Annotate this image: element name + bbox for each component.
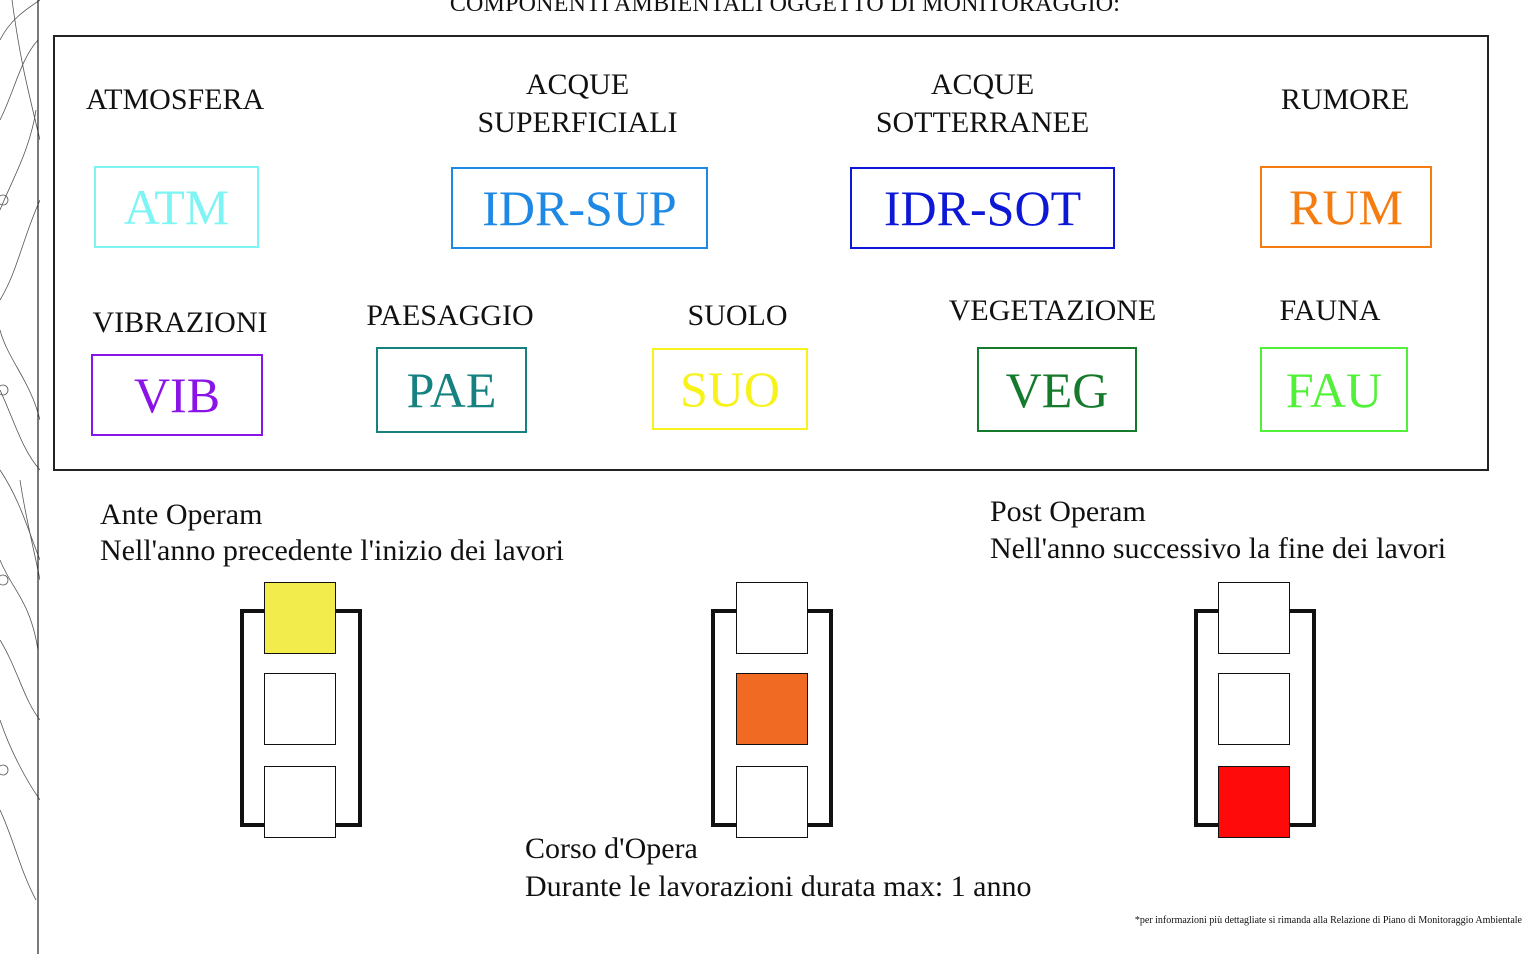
corso-slot-top [736, 582, 808, 654]
component-code-idr-sot: IDR-SOT [850, 167, 1115, 249]
component-code-suo: SUO [652, 348, 808, 430]
ante-slot-bottom [264, 766, 336, 838]
component-label-paesaggio: PAESAGGIO [366, 299, 534, 332]
map-contour-strip [0, 0, 40, 954]
component-code-idr-sup: IDR-SUP [451, 167, 708, 249]
component-label-fauna: FAUNA [1279, 294, 1381, 327]
post-slot-top [1218, 582, 1290, 654]
footnote: *per informazioni più dettagliate si rim… [1134, 915, 1522, 926]
components-frame [53, 35, 1489, 471]
ante-operam-description: Nell'anno precedente l'inizio dei lavori [100, 534, 564, 567]
component-label-atmosfera: ATMOSFERA [85, 83, 265, 116]
component-code-atm: ATM [94, 166, 259, 248]
post-operam-title: Post Operam [990, 495, 1146, 528]
post-slot-bottom [1218, 766, 1290, 838]
component-label-vibrazioni: VIBRAZIONI [92, 306, 268, 339]
component-label-acque-sup-line1: ACQUE [525, 68, 630, 101]
component-code-vib: VIB [91, 354, 263, 436]
corso-opera-description: Durante le lavorazioni durata max: 1 ann… [525, 870, 1032, 903]
component-code-pae: PAE [376, 347, 527, 433]
post-slot-middle [1218, 673, 1290, 745]
component-label-rumore: RUMORE [1280, 83, 1410, 116]
component-label-acque-sot-line2: SOTTERRANEE [875, 106, 1090, 139]
corso-slot-middle [736, 673, 808, 745]
component-label-acque-sup-line2: SUPERFICIALI [477, 106, 678, 139]
ante-slot-top [264, 582, 336, 654]
post-operam-description: Nell'anno successivo la fine dei lavori [990, 532, 1447, 565]
corso-opera-title: Corso d'Opera [525, 832, 698, 865]
component-code-rum: RUM [1260, 166, 1432, 248]
corso-slot-bottom [736, 766, 808, 838]
ante-slot-middle [264, 673, 336, 745]
component-label-acque-sot-line1: ACQUE [930, 68, 1035, 101]
component-code-fau: FAU [1260, 347, 1408, 432]
ante-operam-title: Ante Operam [100, 498, 263, 531]
component-label-suolo: SUOLO [687, 299, 788, 332]
page-title: COMPONENTI AMBIENTALI OGGETTO DI MONITOR… [449, 0, 1121, 17]
component-code-veg: VEG [977, 347, 1137, 432]
component-label-vegetazione: VEGETAZIONE [948, 294, 1157, 327]
